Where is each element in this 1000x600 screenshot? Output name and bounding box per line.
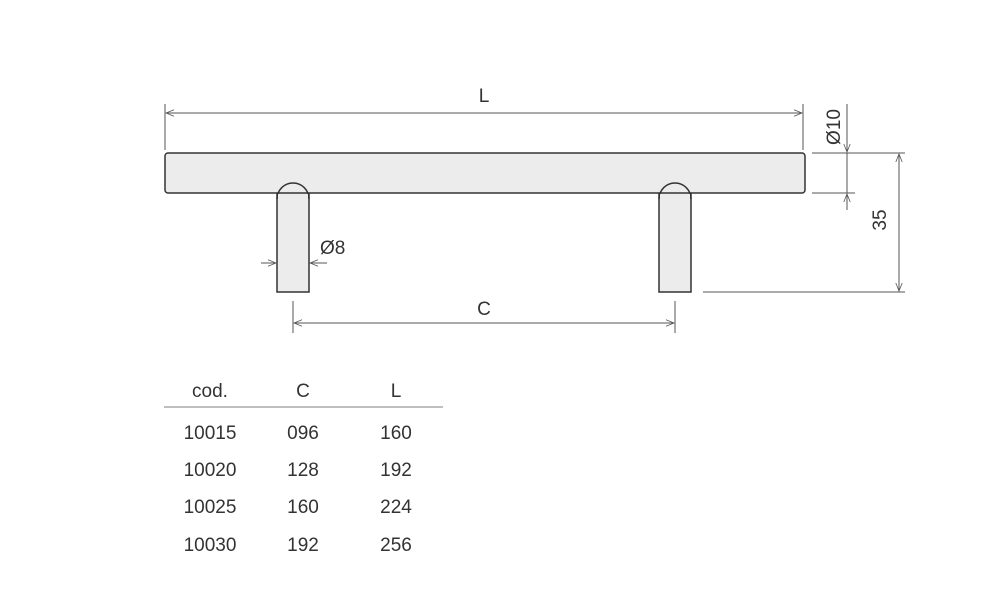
cell-c: 128 bbox=[287, 460, 319, 481]
cell-cod: 10025 bbox=[184, 497, 237, 518]
height-label: 35 bbox=[870, 209, 891, 230]
cell-c: 160 bbox=[287, 497, 319, 518]
left-leg-dome bbox=[276, 182, 310, 200]
leg-diameter-label: Ø8 bbox=[320, 238, 345, 259]
length-dimension: L bbox=[164, 86, 804, 150]
table-header-l: L bbox=[391, 381, 402, 402]
table-header-c: C bbox=[296, 381, 310, 402]
center-dimension: C bbox=[292, 299, 676, 333]
cell-l: 256 bbox=[380, 535, 412, 556]
bar-diameter-dimension: Ø10 bbox=[812, 104, 905, 210]
leg-diameter-dimension: Ø8 bbox=[261, 238, 345, 263]
dimensions-table: cod. C L 10015 096 160 10020 128 192 100… bbox=[164, 381, 443, 556]
cell-c: 096 bbox=[287, 423, 319, 444]
cell-cod: 10030 bbox=[184, 535, 237, 556]
cell-l: 224 bbox=[380, 497, 412, 518]
table-row: 10020 128 192 bbox=[184, 460, 412, 481]
cell-l: 160 bbox=[380, 423, 412, 444]
bar-diameter-label: Ø10 bbox=[824, 109, 845, 145]
handle-bar bbox=[164, 152, 806, 194]
cell-l: 192 bbox=[380, 460, 412, 481]
table-row: 10025 160 224 bbox=[184, 497, 413, 518]
cell-cod: 10015 bbox=[184, 423, 237, 444]
right-leg-dome bbox=[658, 182, 692, 200]
center-label: C bbox=[477, 299, 491, 320]
table-row: 10030 192 256 bbox=[184, 535, 412, 556]
table-row: 10015 096 160 bbox=[184, 423, 412, 444]
table-header-cod: cod. bbox=[192, 381, 228, 402]
cell-c: 192 bbox=[287, 535, 319, 556]
height-dimension: 35 bbox=[703, 154, 905, 293]
cell-cod: 10020 bbox=[184, 460, 237, 481]
length-label: L bbox=[479, 86, 490, 107]
